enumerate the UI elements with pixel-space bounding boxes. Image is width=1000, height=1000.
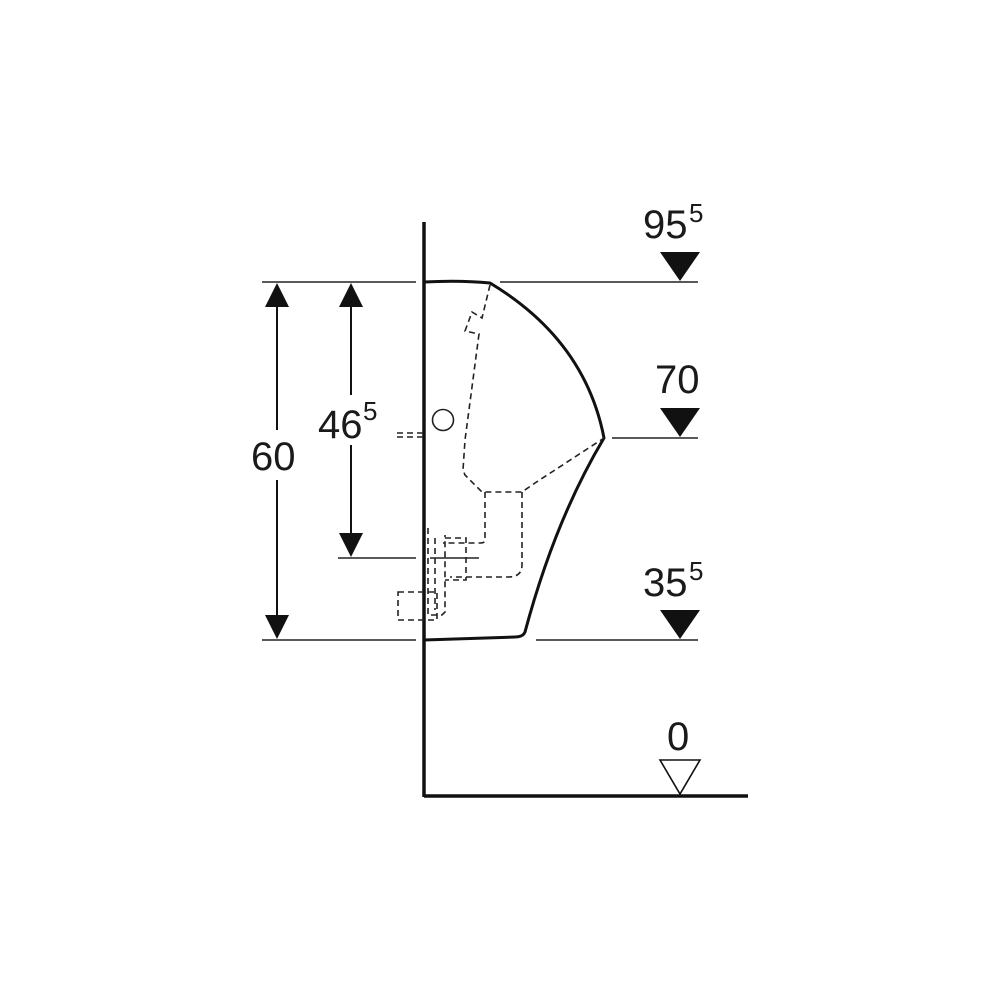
label-background [248, 430, 306, 480]
arrow-up-icon [265, 283, 289, 307]
level-triangle-icon [660, 408, 700, 437]
waste-pipe-hidden-line [427, 528, 446, 616]
inlet-pipe-hidden-line [397, 432, 424, 438]
outlet-hidden-line [450, 492, 523, 578]
level-95-label: 95 [643, 203, 688, 247]
level-triangle-icon [660, 252, 700, 281]
inlet-circle [431, 408, 455, 432]
label-background [316, 395, 390, 445]
dimension-60-label: 60 [251, 435, 296, 479]
trap-hidden-line [443, 492, 486, 544]
arrow-up-icon [339, 283, 363, 307]
level-35-label: 35 [643, 561, 688, 605]
arrow-down-icon [339, 533, 363, 557]
drain-box-hidden-line [397, 591, 438, 621]
connector-hidden-line [445, 537, 467, 581]
dimension-46-label: 46 [318, 403, 363, 447]
level-35-superscript: 5 [689, 556, 703, 586]
level-70-label: 70 [655, 358, 700, 402]
level-0-label: 0 [667, 715, 689, 759]
arrow-down-icon [265, 615, 289, 639]
floor-level-triangle-icon [658, 759, 702, 796]
level-95-superscript: 5 [689, 198, 703, 228]
bowl-inner-hidden-line [462, 284, 605, 493]
dimension-46-superscript: 5 [363, 396, 377, 426]
level-triangle-icon [660, 610, 700, 639]
urinal-outline [423, 279, 606, 642]
